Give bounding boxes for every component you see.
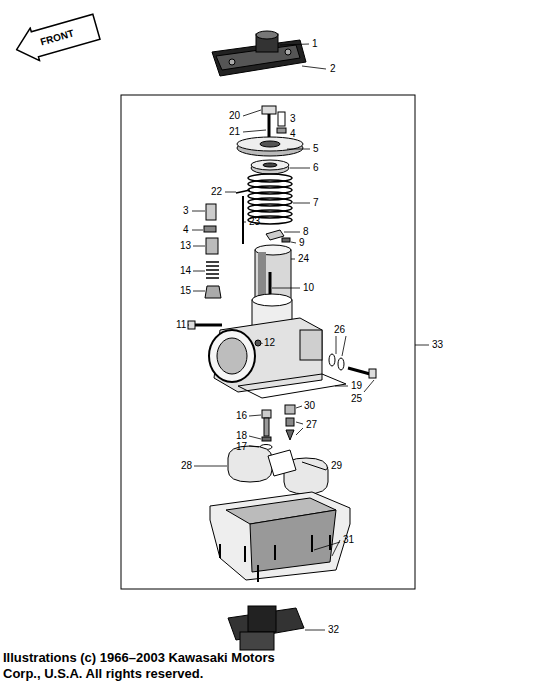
callout-number: 9: [299, 237, 305, 249]
cap-assembly: [237, 106, 303, 174]
callout-number: 25: [351, 393, 362, 405]
callout-number: 28: [181, 460, 192, 472]
air-screw: [188, 321, 222, 329]
callout-number: 23: [249, 216, 260, 228]
callout-number: 1: [312, 38, 318, 50]
callout-number: 4: [290, 128, 296, 140]
leader-lines: [188, 44, 429, 630]
floats: [228, 446, 328, 494]
callout-number: 26: [334, 324, 345, 336]
callout-number: 20: [229, 110, 240, 122]
callout-number: 27: [306, 419, 317, 431]
jets: [260, 405, 295, 450]
direction-text: FRONT: [39, 20, 100, 48]
callout-number: 29: [331, 460, 342, 472]
copyright-note: Illustrations (c) 1966–2003 Kawasaki Mot…: [3, 650, 303, 682]
callout-number: 21: [229, 126, 240, 138]
callout-number: 13: [180, 240, 191, 252]
kit-frame: [121, 95, 415, 589]
callout-number: 10: [303, 282, 314, 294]
callout-number: 19: [351, 380, 362, 392]
carburetor-body: [209, 294, 346, 398]
callout-number: 3: [183, 205, 189, 217]
stop-screw: [329, 354, 376, 378]
callout-number: 15: [180, 285, 191, 297]
insulator: [228, 606, 304, 650]
callout-number: 11: [176, 319, 186, 331]
callout-number: 7: [313, 197, 319, 209]
callout-number: 3: [290, 113, 296, 125]
callout-number: 6: [313, 162, 319, 174]
front-arrow: FRONT: [11, 9, 104, 67]
callout-number: 30: [304, 400, 315, 412]
callout-number: 24: [298, 253, 309, 265]
callout-number: 16: [236, 410, 247, 422]
float-bowl: [210, 492, 350, 582]
callout-number: 32: [328, 624, 339, 636]
callout-number: 17: [236, 441, 247, 453]
callout-number: 22: [211, 186, 222, 198]
callout-number: 4: [183, 224, 189, 236]
callout-number: 18: [236, 430, 247, 442]
callout-number: 8: [303, 226, 309, 238]
jet-needle: [242, 196, 244, 244]
callout-number: 12: [264, 337, 275, 349]
callout-number: 2: [330, 63, 336, 75]
pilot-parts: [204, 204, 221, 298]
callout-number: 5: [313, 143, 319, 155]
callout-number: 14: [180, 265, 191, 277]
inlet-cover: [212, 31, 306, 76]
callout-number: 31: [343, 534, 354, 546]
callout-number: 33: [432, 339, 443, 351]
